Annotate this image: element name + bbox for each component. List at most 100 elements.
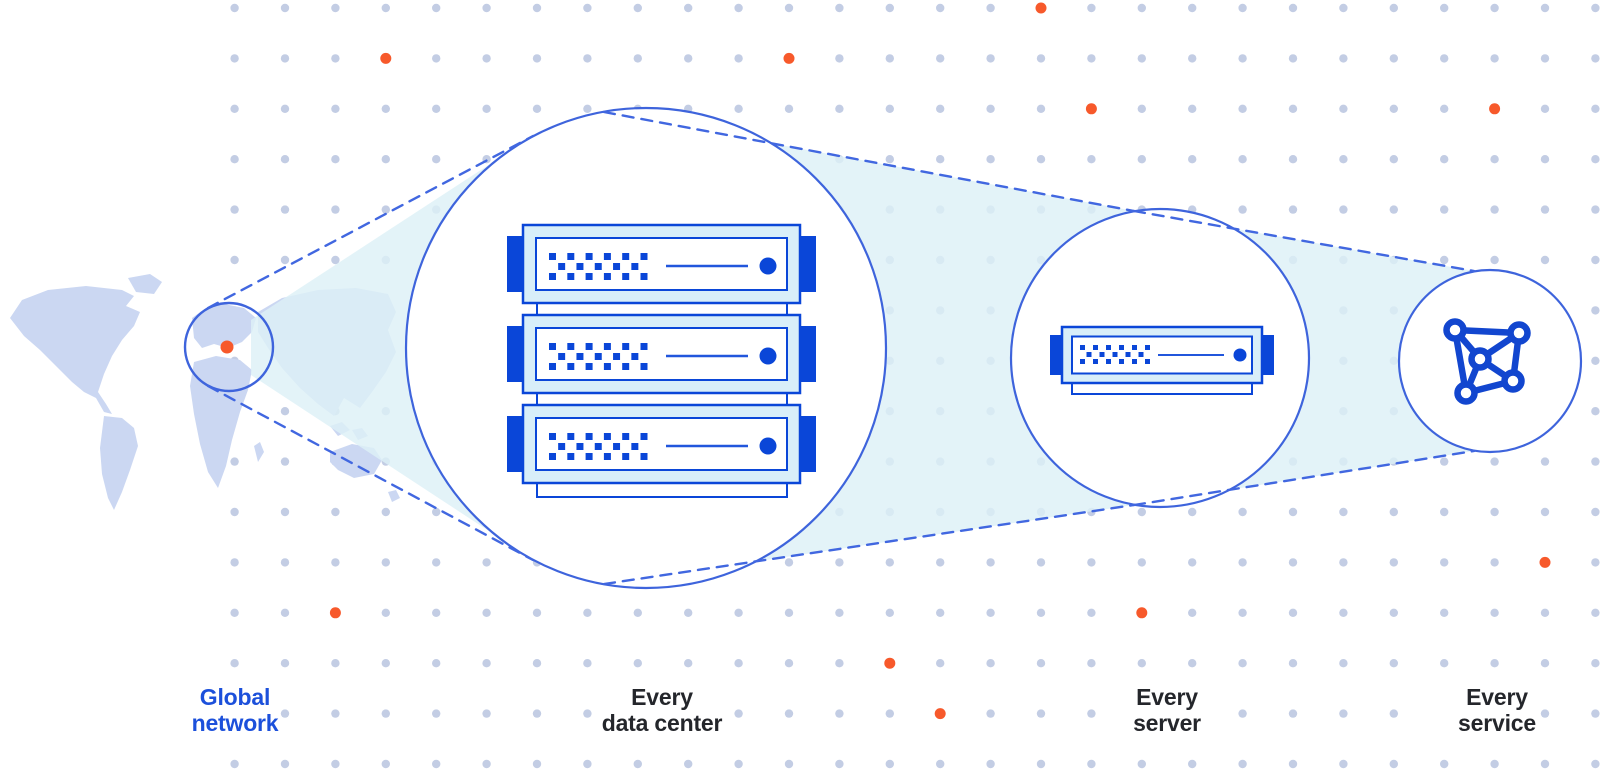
server-vent-square <box>594 353 602 360</box>
grid-dot <box>1238 608 1247 617</box>
grid-dot <box>784 709 794 718</box>
grid-dot <box>532 659 542 668</box>
grid-dot <box>1288 608 1298 617</box>
server-side-tab <box>798 416 816 472</box>
grid-dot <box>633 759 642 769</box>
grid-dot <box>1389 205 1399 214</box>
grid-dot-orange <box>884 657 896 669</box>
grid-dot <box>482 3 491 13</box>
grid-dot <box>331 507 340 517</box>
grid-dot <box>1490 558 1499 567</box>
server-vent-square <box>1119 359 1124 364</box>
server-vent-square <box>603 453 611 460</box>
grid-dot <box>1389 155 1399 164</box>
grid-dot <box>684 659 693 668</box>
server-vent-square <box>1106 359 1111 364</box>
grid-dot <box>230 659 239 668</box>
grid-dot <box>331 558 340 567</box>
grid-dot <box>784 558 794 567</box>
server-vent-square <box>567 453 575 460</box>
grid-dot <box>936 104 945 114</box>
grid-dot <box>936 3 945 13</box>
grid-dot <box>230 507 239 517</box>
grid-dot <box>230 558 239 567</box>
grid-dot <box>986 659 995 668</box>
grid-dot <box>432 54 441 63</box>
grid-dot <box>381 155 390 164</box>
grid-dot <box>885 709 894 718</box>
grid-dot <box>1238 54 1247 63</box>
grid-dot <box>331 54 340 63</box>
grid-dot <box>1036 659 1046 668</box>
grid-dot <box>885 759 894 769</box>
mesh-node-center <box>1468 347 1492 371</box>
rack-server-icon <box>507 223 816 305</box>
grid-dot <box>1591 205 1600 214</box>
grid-dot <box>1339 759 1348 769</box>
grid-dot <box>1339 709 1348 718</box>
server-vent-square <box>567 363 575 370</box>
grid-dot <box>381 104 390 114</box>
grid-dot <box>381 507 390 517</box>
grid-dot <box>432 3 441 13</box>
guide-line-top-3 <box>1132 209 1476 273</box>
grid-dot <box>1339 155 1348 164</box>
grid-dot <box>1591 608 1600 617</box>
grid-dot-orange <box>380 52 392 64</box>
mesh-node <box>1454 381 1478 405</box>
grid-dot <box>1440 507 1449 517</box>
grid-dot <box>381 3 390 13</box>
grid-dot <box>583 104 592 114</box>
grid-dot <box>331 205 340 214</box>
grid-dot <box>1389 54 1399 63</box>
grid-dot-orange <box>783 52 795 64</box>
grid-dot <box>1389 507 1399 517</box>
grid-dot-orange <box>1035 2 1047 14</box>
grid-dot <box>986 558 995 567</box>
grid-dot <box>432 659 441 668</box>
single-server-body <box>1050 325 1274 385</box>
grid-dot <box>1188 104 1197 114</box>
grid-dot <box>885 104 894 114</box>
grid-dot <box>1540 104 1550 114</box>
server-vent-square <box>1132 345 1137 350</box>
grid-dot <box>230 759 239 769</box>
grid-dot <box>1540 155 1550 164</box>
grid-dot <box>684 3 693 13</box>
grid-dot <box>1339 558 1348 567</box>
label-line: Global <box>199 684 271 710</box>
grid-dot <box>1490 54 1499 63</box>
grid-dot <box>1490 3 1499 13</box>
server-vent-square <box>549 363 556 370</box>
server-vent-square <box>1080 345 1085 350</box>
grid-dot <box>835 608 844 617</box>
server-side-tab <box>507 326 525 382</box>
grid-dot <box>1288 558 1298 567</box>
grid-dot <box>1087 608 1096 617</box>
grid-dot <box>331 255 340 265</box>
grid-dot <box>1540 457 1550 466</box>
grid-dot <box>381 558 390 567</box>
grid-dot <box>1137 659 1147 668</box>
grid-dot <box>1440 205 1449 214</box>
grid-dot <box>1288 659 1298 668</box>
grid-dot <box>432 507 441 517</box>
label-global-network: Global network <box>192 684 279 736</box>
server-vent-square <box>585 453 593 460</box>
grid-dot <box>1591 709 1600 718</box>
server-vent-square <box>631 263 639 270</box>
grid-dot <box>1591 54 1600 63</box>
grid-dot <box>1036 104 1046 114</box>
grid-dot <box>230 205 239 214</box>
grid-dot <box>1087 155 1096 164</box>
grid-dot <box>482 558 491 567</box>
continent-africa <box>190 356 252 488</box>
grid-dot <box>532 709 542 718</box>
server-power-dot <box>1233 348 1247 362</box>
grid-dot <box>986 709 995 718</box>
grid-dot <box>1087 3 1096 13</box>
grid-dot <box>1389 709 1399 718</box>
server-vent-square <box>622 433 630 440</box>
grid-dot <box>784 608 794 617</box>
